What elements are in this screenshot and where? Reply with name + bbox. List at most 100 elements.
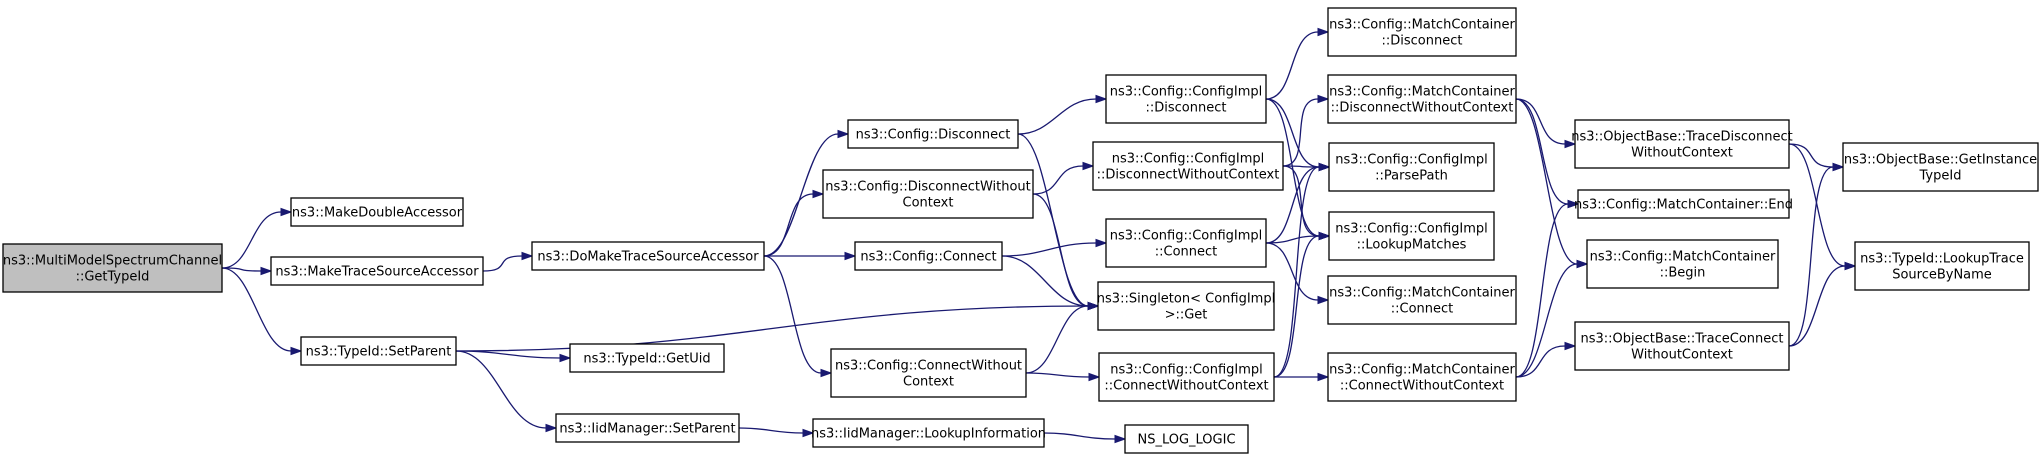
node-impl-connect[interactable]: ns3::Config::ConfigImpl::Connect (1105, 218, 1267, 268)
node-make-trace[interactable]: ns3::MakeTraceSourceAccessor (270, 256, 484, 286)
edge-arrowhead (260, 266, 273, 276)
node-iid-set-parent[interactable]: ns3::IidManager::SetParent (555, 413, 740, 443)
node-impl-disconnect-wc[interactable]: ns3::Config::ConfigImpl::DisconnectWitho… (1092, 141, 1284, 191)
edge-arrowhead (820, 368, 833, 378)
node-mc-connect[interactable]: ns3::Config::MatchContainer::Connect (1327, 275, 1517, 325)
node-label-line: ::DisconnectWithoutContext (1331, 101, 1514, 116)
edge-line (1032, 193, 1089, 307)
edge-arrowhead (1095, 238, 1108, 248)
edge-line (1515, 98, 1569, 205)
node-singleton-get[interactable]: ns3::Singleton< ConfigImpl>::Get (1097, 281, 1275, 331)
edge-arrowhead (802, 428, 815, 438)
node-get-uid[interactable]: ns3::TypeId::GetUid (569, 343, 725, 373)
node-box (1124, 424, 1249, 454)
node-box (1328, 142, 1495, 192)
edge-cfg-connect-wc-to-impl-connect-wc (1025, 372, 1101, 382)
node-cfg-connect-wc[interactable]: ns3::Config::ConnectWithoutContext (830, 348, 1027, 398)
edge-root-to-make-trace (221, 266, 273, 276)
edge-line (482, 255, 523, 272)
node-root[interactable]: ns3::MultiModelSpectrumChannel::GetTypeI… (2, 243, 223, 293)
call-edges (221, 27, 1857, 444)
node-mc-disconnect[interactable]: ns3::Config::MatchContainer::Disconnect (1327, 7, 1517, 57)
edge-root-to-make-double (221, 207, 293, 269)
node-do-make[interactable]: ns3::DoMakeTraceSourceAccessor (531, 241, 765, 271)
edge-line (1515, 98, 1578, 265)
edge-arrowhead (1317, 94, 1330, 104)
node-label-line: ns3::Config::MatchContainer (1590, 250, 1776, 265)
edge-make-trace-to-do-make (482, 251, 534, 272)
edge-arrowhead (1844, 261, 1857, 271)
node-mc-end[interactable]: ns3::Config::MatchContainer::End (1574, 189, 1793, 219)
edge-line (1001, 242, 1097, 257)
edge-do-make-to-cfg-disconnect-wc (763, 189, 825, 257)
node-box (1105, 74, 1267, 124)
node-mc-disconnect-wc[interactable]: ns3::Config::MatchContainer::DisconnectW… (1327, 74, 1517, 124)
edge-line (1017, 98, 1097, 135)
edge-line (738, 427, 804, 434)
edge-cfg-connect-to-singleton-get (1001, 255, 1100, 311)
edge-cfg-disconnect-wc-to-impl-disconnect-wc (1032, 161, 1095, 195)
edge-impl-connect-to-mc-connect (1265, 242, 1330, 305)
edge-do-make-to-cfg-connect (763, 251, 857, 261)
node-box (2, 243, 223, 293)
node-box (270, 256, 484, 286)
edge-line (1788, 166, 1834, 347)
node-box (300, 336, 457, 366)
edge-cfg-disconnect-to-singleton-get (1017, 133, 1100, 311)
edge-impl-connect-wc-to-mc-connect-wc (1274, 372, 1330, 382)
node-lookup-info[interactable]: ns3::IidManager::LookupInformation (811, 418, 1046, 448)
node-box (830, 348, 1027, 398)
node-impl-connect-wc[interactable]: ns3::Config::ConfigImpl::ConnectWithoutC… (1098, 352, 1275, 402)
edge-arrowhead (1095, 94, 1108, 104)
edge-line (1273, 235, 1320, 378)
node-label-line: ns3::Config::ConfigImpl (1112, 152, 1265, 167)
node-impl-disconnect[interactable]: ns3::Config::ConfigImpl::Disconnect (1105, 74, 1267, 124)
node-box (1586, 239, 1779, 289)
node-box (1842, 142, 2039, 192)
node-cfg-connect[interactable]: ns3::Config::Connect (854, 241, 1003, 271)
edge-line (1001, 255, 1089, 307)
edge-line (1788, 265, 1846, 347)
node-lookup-matches[interactable]: ns3::Config::ConfigImpl::LookupMatches (1328, 211, 1495, 261)
node-label-line: ::ConnectWithoutContext (1104, 379, 1268, 394)
edge-iid-set-parent-to-lookup-info (738, 427, 815, 438)
node-box (1574, 321, 1790, 371)
node-ob-trace-disconnect-wc[interactable]: ns3::ObjectBase::TraceDisconnectWithoutC… (1571, 119, 1793, 169)
edge-line (1788, 143, 1834, 168)
edge-arrowhead (1564, 341, 1577, 351)
edge-cfg-connect-to-impl-connect (1001, 238, 1108, 257)
edge-lookup-info-to-ns-log-logic (1043, 432, 1127, 444)
node-mc-begin[interactable]: ns3::Config::MatchContainer::Begin (1586, 239, 1779, 289)
node-label-line: ns3::Config::DisconnectWithout (825, 180, 1031, 195)
edge-line (1025, 305, 1089, 374)
edge-line (455, 305, 1089, 352)
edge-line (1788, 143, 1846, 267)
edge-set-parent-to-get-uid (455, 350, 572, 363)
edge-set-parent-to-singleton-get (455, 301, 1100, 352)
node-ob-trace-connect-wc[interactable]: ns3::ObjectBase::TraceConnectWithoutCont… (1574, 321, 1790, 371)
node-box (847, 119, 1019, 149)
node-ns-log-logic[interactable]: NS_LOG_LOGIC (1124, 424, 1249, 454)
node-label-line: ns3::Singleton< ConfigImpl (1097, 292, 1275, 307)
node-box (1327, 74, 1517, 124)
node-label-line: ns3::Config::MatchContainer (1329, 363, 1515, 378)
node-label-line: ::ConnectWithoutContext (1340, 379, 1504, 394)
node-set-parent[interactable]: ns3::TypeId::SetParent (300, 336, 457, 366)
node-label-line: TypeId (1919, 169, 1962, 184)
node-mc-connect-wc[interactable]: ns3::Config::MatchContainer::ConnectWith… (1327, 352, 1517, 402)
edge-line (1282, 165, 1320, 237)
node-cfg-disconnect[interactable]: ns3::Config::Disconnect (847, 119, 1019, 149)
edge-mc-disconnect-wc-to-mc-end (1515, 98, 1580, 209)
node-cfg-disconnect-wc[interactable]: ns3::Config::DisconnectWithoutContext (822, 169, 1034, 219)
node-label-line: ns3::Config::Disconnect (856, 128, 1011, 143)
edge-arrowhead (1318, 162, 1331, 172)
edge-arrowhead (1317, 27, 1330, 37)
edge-line (1265, 242, 1319, 301)
edge-impl-connect-wc-to-lookup-matches (1273, 231, 1331, 378)
node-label-line: ns3::Config::MatchContainer (1329, 286, 1515, 301)
node-parse-path[interactable]: ns3::Config::ConfigImpl::ParsePath (1328, 142, 1495, 192)
node-make-double[interactable]: ns3::MakeDoubleAccessor (290, 197, 464, 227)
